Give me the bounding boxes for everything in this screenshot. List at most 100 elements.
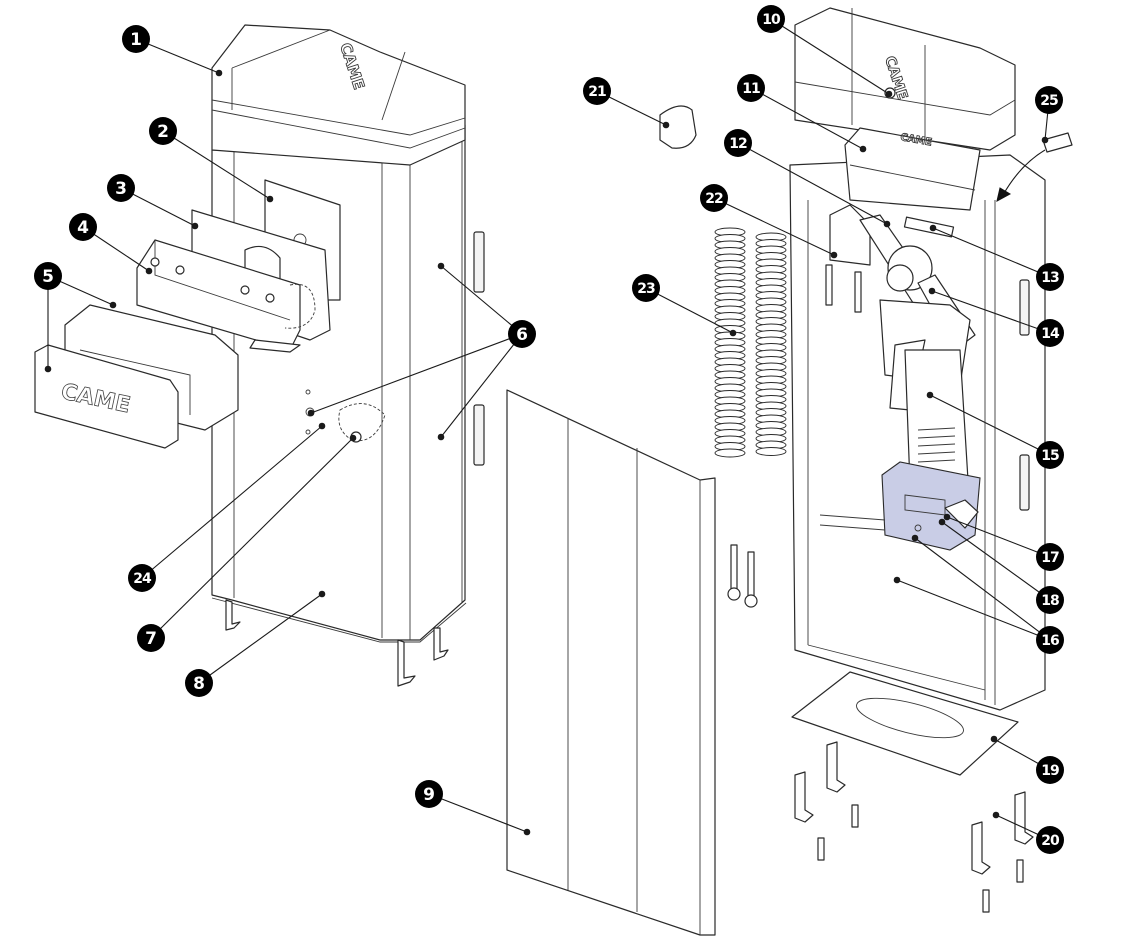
eye-bolt-ring — [727, 587, 741, 601]
callout-badge — [1036, 441, 1064, 469]
side-label-plate — [473, 404, 485, 466]
callout-number: 15 — [1041, 448, 1059, 464]
callout-base-plate: 19 — [990, 735, 1064, 784]
callout-number: 10 — [762, 12, 781, 28]
bracket-bolt — [240, 285, 250, 295]
lever-hub-inner — [886, 264, 914, 292]
callout-number: 25 — [1040, 93, 1058, 109]
callout-number: 11 — [742, 81, 760, 97]
callout-limit-switch: 12 — [724, 129, 891, 228]
eye-bolt-shank — [747, 551, 755, 598]
leader-dot — [929, 224, 937, 232]
leader-line — [914, 537, 1051, 641]
leader-dot — [883, 220, 891, 228]
callout-badge — [1036, 626, 1064, 654]
leader-line — [737, 142, 888, 225]
anchor-bracket — [826, 741, 859, 828]
bracket-bolt — [150, 257, 160, 267]
leader-dot — [928, 287, 936, 295]
callout-number: 19 — [1041, 763, 1059, 779]
leader-line — [198, 593, 323, 684]
callout-badge — [508, 320, 536, 348]
cabinet-foot — [397, 639, 416, 687]
callout-flange-plate: 3 — [107, 174, 199, 230]
leader-dot — [911, 534, 919, 542]
boom-cover-front — [34, 344, 179, 449]
callout-mounting-plate: 2 — [149, 117, 274, 203]
leader-dot — [938, 518, 946, 526]
leader-dot — [926, 391, 934, 399]
callout-number: 3 — [115, 179, 127, 199]
callout-balancing-springs: 23 — [632, 274, 737, 337]
callout-badge — [724, 129, 752, 157]
transformer-box — [881, 461, 981, 551]
insertion-arrow — [1002, 149, 1046, 196]
open-cabinet-base — [807, 644, 986, 691]
leader-line — [440, 265, 523, 335]
leader-dot — [349, 434, 357, 442]
front-door — [506, 389, 716, 936]
leader-line — [932, 227, 1051, 278]
callout-gearmotor: 15 — [926, 391, 1064, 469]
leader-dot — [729, 329, 737, 337]
leader-dot — [992, 811, 1000, 819]
callout-bracket: 4 — [69, 213, 153, 275]
callout-number: 5 — [42, 267, 54, 287]
transformer-screw — [914, 524, 922, 532]
callout-badge — [700, 184, 728, 212]
leader-line — [141, 425, 323, 579]
callout-badge — [149, 117, 177, 145]
top-cover-band — [211, 109, 466, 149]
callout-number: 9 — [423, 785, 435, 805]
callout-badge — [128, 564, 156, 592]
callout-badge — [632, 274, 660, 302]
callout-number: 16 — [1041, 633, 1059, 649]
callout-badge — [1035, 86, 1063, 114]
spring-coil — [755, 447, 787, 456]
callout-cabinet: 8 — [185, 590, 326, 697]
right-cabinet-assembly: CAME CAME — [789, 7, 1073, 913]
callout-number: 7 — [145, 629, 157, 649]
callout-number: 17 — [1041, 550, 1059, 566]
top-cover-ridge — [381, 51, 406, 121]
callout-badge — [1036, 756, 1064, 784]
side-label-plate — [1019, 454, 1030, 511]
callout-fixing-points: 6 — [307, 262, 536, 441]
balancing-springs — [714, 227, 787, 458]
callout-terminal-strip: 25 — [1035, 86, 1063, 144]
fixing-hole — [305, 389, 311, 395]
callout-spring-hook: 22 — [700, 184, 838, 259]
leader-dot — [1041, 136, 1049, 144]
leader-line — [428, 793, 528, 833]
horizontal-rail — [819, 524, 886, 531]
callout-number: 22 — [705, 191, 723, 207]
callout-number: 20 — [1041, 833, 1060, 849]
leader-line — [162, 130, 271, 200]
callout-boom-cover: 5 — [34, 262, 117, 373]
leader-dot — [523, 828, 531, 836]
front-door-panel — [506, 389, 716, 936]
leader-line — [770, 18, 890, 95]
callout-badge — [34, 262, 62, 290]
eye-bolt-ring — [744, 594, 758, 608]
leader-dot — [437, 433, 445, 441]
callout-badge — [1036, 826, 1064, 854]
right-top-cover-band — [794, 81, 1016, 116]
callout-badge — [1036, 263, 1064, 291]
callout-number: 21 — [588, 84, 606, 100]
callout-lever-arm: 14 — [928, 287, 1064, 347]
callout-badge — [1036, 543, 1064, 571]
leader-dot — [859, 145, 867, 153]
bracket-flange — [249, 339, 301, 353]
anchor-bracket — [794, 771, 825, 861]
callout-number: 24 — [133, 571, 152, 587]
top-cover — [211, 24, 466, 166]
callout-front-door: 9 — [415, 780, 531, 836]
control-board-housing — [844, 127, 981, 211]
leader-line — [929, 394, 1051, 456]
callout-anchor-brackets: 20 — [992, 811, 1064, 854]
callout-badge — [122, 25, 150, 53]
leader-dot — [830, 251, 838, 259]
release-lock-detail — [338, 403, 386, 442]
